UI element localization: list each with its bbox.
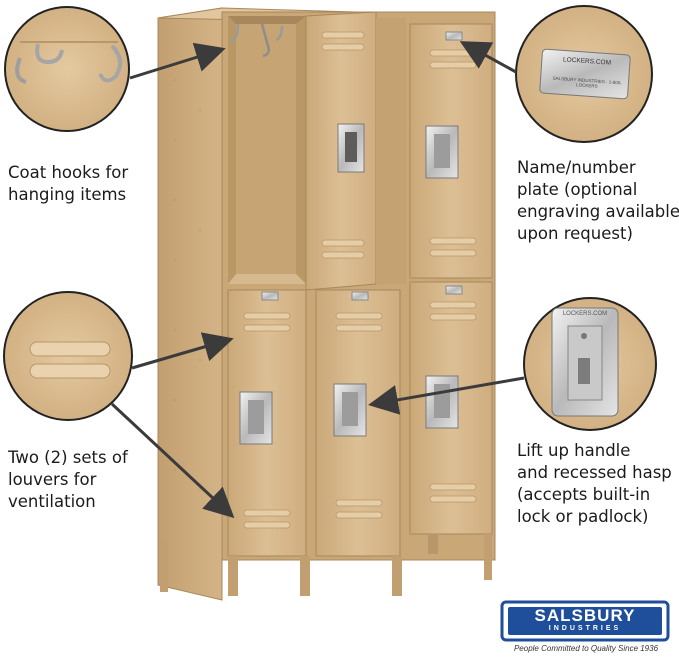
caption-name-plate: Name/number plate (optional engraving av…	[517, 157, 679, 245]
caption-handle: Lift up handle and recessed hasp (accept…	[517, 440, 672, 528]
caption-line: Coat hooks for	[8, 163, 129, 182]
logo-tagline: People Committed to Quality Since 1936	[513, 644, 659, 653]
caption-line: plate (optional	[517, 180, 638, 199]
caption-line: Lift up handle	[517, 441, 631, 460]
caption-line: upon request)	[517, 224, 633, 243]
callout-coat-hooks	[4, 6, 130, 132]
caption-line: hanging items	[8, 185, 127, 204]
handle-plate-text: LOCKERS.COM	[562, 311, 608, 317]
caption-line: louvers for	[8, 470, 97, 489]
caption-louvers: Two (2) sets of louvers for ventilation	[8, 447, 128, 513]
caption-line: Name/number	[517, 158, 636, 177]
caption-line: (accepts built-in	[517, 485, 651, 504]
caption-line: lock or padlock)	[517, 507, 649, 526]
salsbury-logo	[500, 600, 670, 642]
callout-handle	[523, 297, 657, 431]
caption-line: engraving available	[517, 202, 679, 221]
caption-line: Two (2) sets of	[8, 448, 128, 467]
caption-line: ventilation	[8, 492, 96, 511]
callout-name-plate	[515, 5, 653, 143]
callout-louvers	[3, 291, 133, 421]
locker-unit	[157, 7, 496, 601]
caption-coat-hooks: Coat hooks for hanging items	[8, 162, 128, 206]
logo-sub: INDUSTRIES	[548, 625, 622, 632]
caption-line: and recessed hasp	[517, 463, 672, 482]
logo-brand: SALSBURY	[534, 606, 636, 625]
